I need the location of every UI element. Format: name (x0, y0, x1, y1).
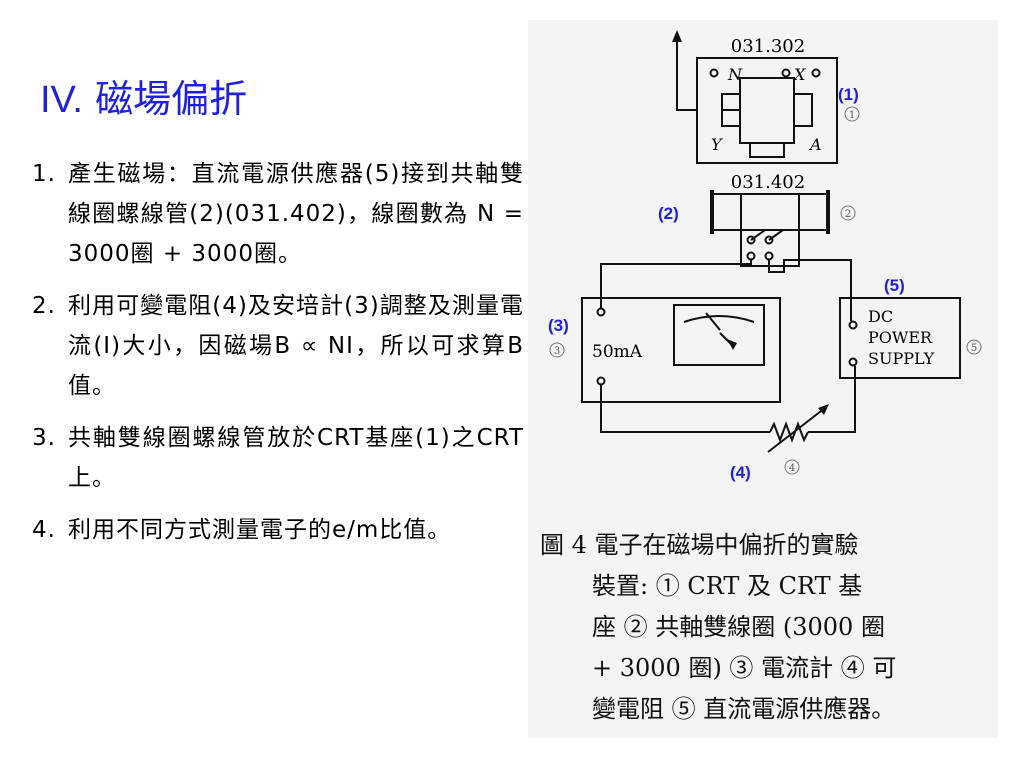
item-text: 產生磁場：直流電源供應器(5)接到共軸雙線圈螺線管(2)(031.402)，線圈… (68, 161, 524, 267)
supply-label-line2: POWER (868, 328, 933, 347)
list-item: 4. 利用不同方式測量電子的e/m比值。 (32, 510, 524, 550)
circled-mark-5: 5 (971, 343, 977, 354)
crt-terminal-a: A (808, 135, 822, 154)
slide-title: IV. 磁場偏折 (40, 76, 247, 123)
caption-line: 座 ② 共軸雙線圈 (3000 圈 (592, 613, 885, 641)
label-resistor: (4) (730, 463, 751, 482)
coil-assembly (711, 193, 829, 231)
caption-line: + 3000 圈) ③ 電流計 ④ 可 (592, 654, 897, 682)
crt-terminal-y: Y (711, 135, 723, 154)
crt-core (739, 77, 795, 144)
crt-model-label: 031.302 (731, 36, 805, 57)
ammeter-box (581, 297, 781, 403)
figure-caption: 圖 4 電子在磁場中偏折的實驗 裝置: ① CRT 及 CRT 基 座 ② 共軸… (540, 525, 988, 730)
coil-model-label: 031.402 (731, 172, 805, 193)
ammeter-dial (673, 304, 765, 366)
crt-terminal-x: X (792, 65, 806, 84)
circled-mark-1: 1 (849, 110, 855, 121)
item-text: 共軸雙線圈螺線管放於CRT基座(1)之CRT上。 (68, 425, 524, 491)
item-number: 2. (32, 293, 56, 319)
list-item: 1. 產生磁場：直流電源供應器(5)接到共軸雙線圈螺線管(2)(031.402)，… (32, 154, 524, 274)
item-text: 利用不同方式測量電子的e/m比值。 (68, 517, 452, 543)
apparatus-diagram: 031.302 N X Y A 031.402 50mA DC POWER SU… (548, 30, 982, 482)
power-supply-box (839, 297, 961, 379)
label-crt: (1) (838, 85, 859, 104)
list-item: 3. 共軸雙線圈螺線管放於CRT基座(1)之CRT上。 (32, 418, 524, 498)
slide-title-roman: IV. (40, 79, 83, 121)
supply-label-line1: DC (868, 307, 893, 326)
figure-panel: 031.302 N X Y A 031.402 50mA DC POWER SU… (528, 20, 998, 738)
circled-mark-4: 4 (789, 463, 795, 474)
item-number: 1. (32, 161, 56, 187)
supply-label-line3: SUPPLY (868, 349, 935, 368)
item-number: 3. (32, 425, 56, 451)
list-item: 2. 利用可變電阻(4)及安培計(3)調整及測量電流(I)大小，因磁場B ∝ NI… (32, 286, 524, 406)
label-ammeter: (3) (548, 316, 569, 335)
caption-line: 變電阻 ⑤ 直流電源供應器。 (592, 695, 896, 723)
label-coil: (2) (658, 204, 679, 223)
label-supply: (5) (884, 276, 905, 295)
caption-line: 圖 4 電子在磁場中偏折的實驗 (540, 531, 859, 559)
circled-mark-3: 3 (554, 346, 560, 357)
item-number: 4. (32, 517, 56, 543)
caption-line: 裝置: ① CRT 及 CRT 基 (592, 572, 863, 600)
ammeter-range-label: 50mA (592, 342, 643, 362)
crt-terminal-n: N (727, 65, 743, 84)
resistor-zigzag (769, 421, 809, 443)
body-list: 1. 產生磁場：直流電源供應器(5)接到共軸雙線圈螺線管(2)(031.402)，… (32, 154, 524, 562)
circled-mark-2: 2 (845, 209, 851, 220)
item-text: 利用可變電阻(4)及安培計(3)調整及測量電流(I)大小，因磁場B ∝ NI，所… (68, 293, 524, 399)
slide-title-text: 磁場偏折 (95, 77, 248, 121)
